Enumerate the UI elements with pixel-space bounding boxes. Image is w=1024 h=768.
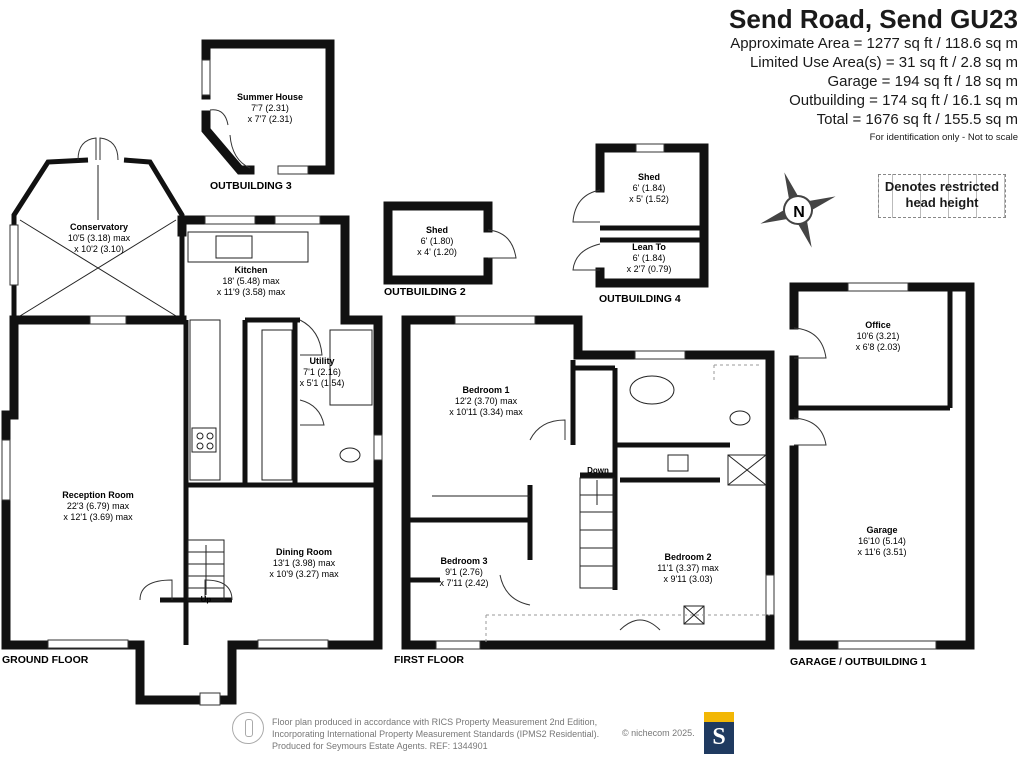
dining-dim1: 13'1 (3.98) max — [273, 558, 336, 568]
office-name: Office — [865, 320, 891, 330]
stairs-down-label: Down — [587, 466, 609, 475]
shed-2-dim1: 6' (1.80) — [421, 236, 454, 246]
footer-copyright: © nichecom 2025. — [622, 728, 695, 738]
bedroom-3-dim1: 9'1 (2.76) — [445, 567, 483, 577]
bedroom-3-dim2: x 7'11 (2.42) — [439, 578, 488, 588]
compass-icon — [760, 172, 836, 248]
area-total: Total = 1676 sq ft / 155.5 sq m — [816, 111, 1018, 128]
shed-4-walls — [572, 143, 709, 288]
stairs-up-label: Up — [201, 595, 212, 604]
seymours-logo: S — [704, 712, 734, 754]
title-block: Send Road, Send GU23 Approximate Area = … — [729, 4, 1018, 143]
bedroom-2-dim2: x 9'11 (3.03) — [663, 574, 712, 584]
footer-line-2: Incorporating International Property Mea… — [272, 729, 600, 739]
footer-text: Floor plan produced in accordance with R… — [272, 716, 599, 752]
kitchen-dim1: 18' (5.48) max — [222, 276, 280, 286]
area-outbuilding: Outbuilding = 174 sq ft / 16.1 sq m — [789, 92, 1018, 109]
room-labels: Summer House 7'7 (2.31) x 7'7 (2.31) Con… — [62, 92, 906, 604]
logo-letter: S — [704, 722, 734, 754]
lean-to-dim1: 6' (1.84) — [633, 253, 666, 263]
dining-name: Dining Room — [276, 547, 332, 557]
bedroom-1-dim1: 12'2 (3.70) max — [455, 396, 518, 406]
footer-line-3: Produced for Seymours Estate Agents. REF… — [272, 741, 488, 751]
outbuilding-4-label: OUTBUILDING 4 — [599, 293, 681, 305]
office-dim1: 10'6 (3.21) — [857, 331, 900, 341]
office-dim2: x 6'8 (2.03) — [856, 342, 901, 352]
footer: Floor plan produced in accordance with R… — [232, 710, 792, 760]
conservatory-dim1: 10'5 (3.18) max — [68, 233, 131, 243]
shed-4-name: Shed — [638, 172, 660, 182]
outbuilding-2-label: OUTBUILDING 2 — [384, 286, 466, 298]
garage-floor-label: GARAGE / OUTBUILDING 1 — [790, 656, 927, 668]
dining-dim2: x 10'9 (3.27) max — [269, 569, 339, 579]
compass-label: N — [793, 204, 805, 221]
utility-dim2: x 5'1 (1.54) — [300, 378, 345, 388]
lean-to-dim2: x 2'7 (0.79) — [627, 264, 672, 274]
page-title: Send Road, Send GU23 — [729, 4, 1018, 34]
lean-to-name: Lean To — [632, 242, 666, 252]
summer-house-dim1: 7'7 (2.31) — [251, 103, 289, 113]
shed-4-dim1: 6' (1.84) — [633, 183, 666, 193]
bedroom-1-name: Bedroom 1 — [462, 385, 509, 395]
shed-4-dim2: x 5' (1.52) — [629, 194, 669, 204]
area-garage: Garage = 194 sq ft / 18 sq m — [827, 73, 1018, 90]
shed-2-name: Shed — [426, 225, 448, 235]
restricted-head-height-key: Denotes restricted head height — [878, 174, 1006, 218]
outbuilding-3-label: OUTBUILDING 3 — [210, 180, 292, 192]
shed-2-dim2: x 4' (1.20) — [417, 247, 457, 257]
garage-walls — [789, 282, 975, 650]
kitchen-name: Kitchen — [234, 265, 267, 275]
utility-dim1: 7'1 (2.16) — [303, 367, 341, 377]
reception-dim1: 22'3 (6.79) max — [67, 501, 130, 511]
summer-house-dim2: x 7'7 (2.31) — [248, 114, 293, 124]
garage-name: Garage — [866, 525, 897, 535]
ground-floor-label: GROUND FLOOR — [2, 654, 89, 666]
garage-dim2: x 11'6 (3.51) — [857, 547, 906, 557]
bedroom-1-dim2: x 10'11 (3.34) max — [449, 407, 523, 417]
scale-note: For identification only - Not to scale — [869, 132, 1018, 143]
kitchen-dim2: x 11'9 (3.58) max — [217, 287, 286, 297]
reception-dim2: x 12'1 (3.69) max — [63, 512, 133, 522]
footer-line-1: Floor plan produced in accordance with R… — [272, 717, 598, 727]
bedroom-2-dim1: 11'1 (3.37) max — [657, 563, 719, 573]
conservatory-dim2: x 10'2 (3.10) — [74, 244, 124, 254]
reception-name: Reception Room — [62, 490, 134, 500]
garage-dim1: 16'10 (5.14) — [858, 536, 906, 546]
rics-badge-icon — [232, 712, 264, 744]
first-floor-label: FIRST FLOOR — [394, 654, 464, 666]
summer-house-walls — [201, 39, 335, 175]
bedroom-3-name: Bedroom 3 — [440, 556, 487, 566]
first-floor-walls — [401, 315, 775, 650]
floor-labels: GROUND FLOOR FIRST FLOOR GARAGE / OUTBUI… — [2, 180, 927, 668]
area-limited-use: Limited Use Area(s) = 31 sq ft / 2.8 sq … — [749, 54, 1018, 71]
shed-2-walls — [383, 201, 517, 285]
bedroom-2-name: Bedroom 2 — [664, 552, 711, 562]
conservatory-name: Conservatory — [70, 222, 128, 232]
summer-house-name: Summer House — [237, 92, 303, 102]
utility-name: Utility — [309, 356, 334, 366]
ground-floor-walls — [1, 137, 383, 706]
area-approximate: Approximate Area = 1277 sq ft / 118.6 sq… — [730, 35, 1018, 52]
